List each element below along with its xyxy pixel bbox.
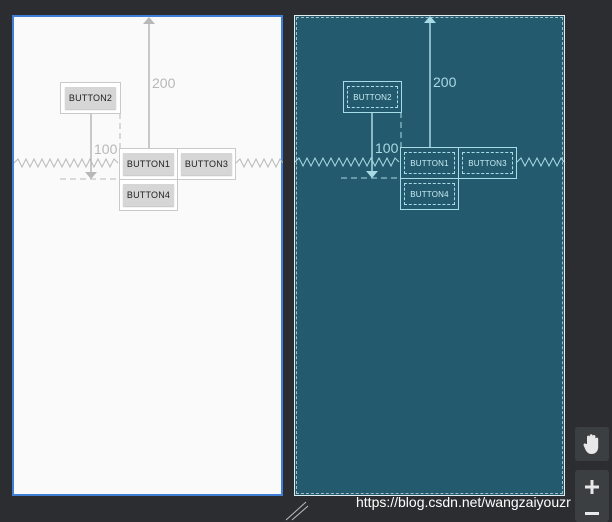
margin-top-label: 200 (152, 75, 176, 91)
constraint-overlay (14, 17, 283, 180)
button2-bounds[interactable]: BUTTON2 (60, 82, 121, 114)
button4[interactable]: BUTTON4 (123, 184, 174, 206)
blueprint-surface[interactable]: 200 100 BUTTON2 BUTTON1 BUTTON3 BUTTON4 (294, 15, 565, 496)
blueprint-button4-bounds[interactable]: BUTTON4 (400, 178, 459, 210)
blueprint-button4[interactable]: BUTTON4 (404, 183, 455, 205)
design-surface[interactable]: 200 100 BUTTON2 BUTTON1 BUTTON3 BUTTON4 (12, 15, 283, 496)
resize-handle-icon[interactable] (284, 498, 310, 522)
blueprint-button1-bounds[interactable]: BUTTON1 (400, 147, 459, 179)
plus-icon[interactable] (582, 477, 602, 497)
minus-icon[interactable] (582, 510, 602, 518)
blueprint-constraint-overlay (295, 16, 564, 179)
button3-bounds[interactable]: BUTTON3 (177, 148, 236, 180)
blueprint-button1[interactable]: BUTTON1 (404, 152, 455, 174)
blueprint-button3-bounds[interactable]: BUTTON3 (458, 147, 517, 179)
watermark-text: https://blog.csdn.net/wangzaiyouzr (356, 494, 571, 510)
hand-icon (583, 434, 599, 454)
margin-left-label: 100 (94, 141, 118, 157)
blueprint-margin-top-label: 200 (433, 74, 457, 90)
button1-bounds[interactable]: BUTTON1 (119, 148, 178, 180)
zoom-controls (575, 470, 609, 522)
button3[interactable]: BUTTON3 (181, 153, 232, 175)
blueprint-button2-bounds[interactable]: BUTTON2 (343, 81, 402, 113)
blueprint-button2[interactable]: BUTTON2 (347, 86, 398, 108)
blueprint-button3[interactable]: BUTTON3 (462, 152, 513, 174)
pan-tool-button[interactable] (575, 427, 609, 461)
button1[interactable]: BUTTON1 (123, 153, 174, 175)
button4-bounds[interactable]: BUTTON4 (119, 179, 178, 211)
blueprint-margin-left-label: 100 (375, 140, 399, 156)
button2[interactable]: BUTTON2 (65, 87, 116, 109)
